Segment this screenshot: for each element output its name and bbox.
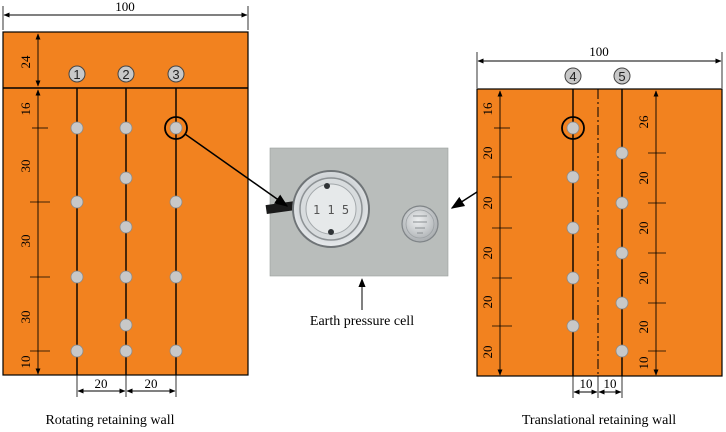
- left-dim-30-b: 30: [18, 235, 33, 248]
- pressure-cell-c3-r1: [169, 121, 183, 135]
- left-leader-arrow: [184, 133, 289, 207]
- pressure-cell-c2-r1: [119, 121, 133, 135]
- pressure-cell-marking: 1 1 5: [313, 203, 349, 217]
- pressure-cell-c4-r5: [566, 319, 580, 333]
- left-bottom-dim-20-b: 20: [145, 376, 158, 391]
- pressure-cell-c4-r3: [566, 221, 580, 235]
- right-column-number-5: 5: [618, 69, 625, 84]
- left-highlight-ring: [164, 116, 188, 140]
- pressure-cell-c3-r2: [169, 195, 183, 209]
- left-top-width-label: 100: [115, 0, 135, 14]
- pressure-cell-c4-r1: [566, 121, 580, 135]
- left-panel: 100 24 1 2 3: [2, 0, 249, 428]
- cell-cable: [265, 200, 297, 215]
- right-left-dim-20-a: 20: [480, 147, 495, 160]
- right-left-dim-20-b: 20: [480, 197, 495, 210]
- right-column-badge-4: 4: [564, 67, 582, 85]
- pressure-cell-c5-r1: [615, 146, 629, 160]
- right-left-dim-20-d: 20: [480, 296, 495, 309]
- photo-caption: Earth pressure cell: [310, 314, 414, 329]
- left-dim-16: 16: [18, 102, 33, 116]
- pressure-cell-c2-r5: [119, 318, 133, 332]
- pressure-cell-c2-r2: [119, 171, 133, 185]
- right-top-width-label: 100: [589, 44, 609, 59]
- pressure-cell-c4-r2: [566, 170, 580, 184]
- right-right-dim-20-d: 20: [636, 321, 651, 334]
- pressure-cell-c1-r1: [70, 121, 84, 135]
- pressure-cell-c5-r2: [615, 196, 629, 210]
- pressure-cell-photo: 1 1 5: [292, 170, 370, 248]
- pressure-cell-c3-r4: [169, 344, 183, 358]
- right-right-dim-26: 26: [636, 115, 651, 129]
- right-left-dim-16: 16: [480, 102, 495, 116]
- right-wall-body: [476, 88, 723, 377]
- right-panel: 100 4 5 16: [476, 44, 723, 428]
- center-photo: 1 1 5 Earth pressure cell: [265, 147, 449, 329]
- pressure-cell-c4-r4: [566, 271, 580, 285]
- pressure-cell-c2-r3: [119, 220, 133, 234]
- right-panel-caption: Translational retaining wall: [522, 413, 676, 428]
- left-column-badge-2: 2: [117, 65, 135, 83]
- right-right-dim-20-b: 20: [636, 222, 651, 235]
- right-bottom-dim-10-a: 10: [580, 376, 593, 391]
- left-dim-30-a: 30: [18, 160, 33, 173]
- pressure-cell-c5-r5: [615, 344, 629, 358]
- left-column-badge-3: 3: [167, 65, 185, 83]
- left-header-height-label: 24: [18, 55, 33, 69]
- pressure-cell-c2-r6: [119, 344, 133, 358]
- left-column-number-3: 3: [172, 67, 179, 82]
- right-right-dim-10: 10: [636, 357, 651, 370]
- coin-photo: [401, 205, 439, 243]
- left-column-number-1: 1: [73, 67, 80, 82]
- right-left-dim-20-e: 20: [480, 346, 495, 359]
- left-column-badge-1: 1: [68, 65, 86, 83]
- pressure-cell-c1-r4: [70, 344, 84, 358]
- right-column-number-4: 4: [569, 69, 576, 84]
- left-bottom-dim-20-a: 20: [95, 376, 108, 391]
- pressure-cell-c5-r4: [615, 296, 629, 310]
- right-right-dim-20-a: 20: [636, 172, 651, 185]
- right-left-dim-20-c: 20: [480, 247, 495, 260]
- right-highlight-ring: [561, 116, 585, 140]
- pressure-cell-c2-r4: [119, 270, 133, 284]
- right-right-dim-20-c: 20: [636, 272, 651, 285]
- left-dim-10: 10: [18, 356, 33, 369]
- pressure-cell-c1-r2: [70, 195, 84, 209]
- pressure-cell-c5-r3: [615, 246, 629, 260]
- right-bottom-dim-10-b: 10: [604, 376, 617, 391]
- left-column-number-2: 2: [122, 67, 129, 82]
- right-column-badge-5: 5: [613, 67, 631, 85]
- pressure-cell-c1-r3: [70, 270, 84, 284]
- pressure-cell-c3-r3: [169, 270, 183, 284]
- left-dim-30-c: 30: [18, 311, 33, 324]
- left-panel-caption: Rotating retaining wall: [45, 413, 174, 428]
